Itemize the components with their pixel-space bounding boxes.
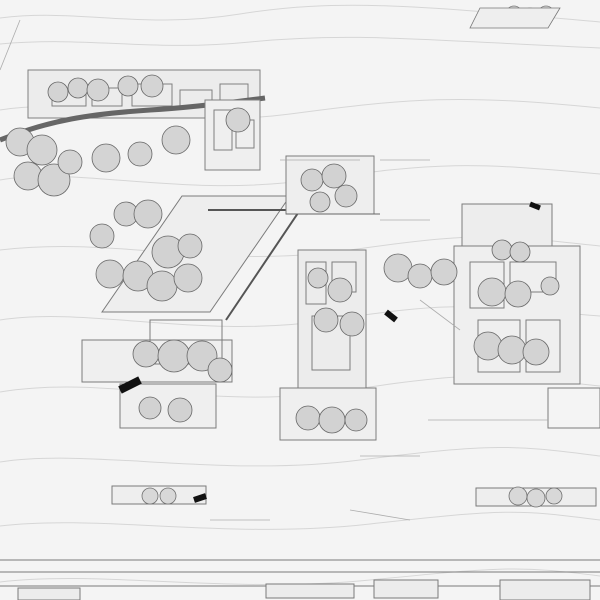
- lower-strip-buildings: [0, 485, 600, 600]
- right-tree-clusters: [383, 239, 560, 366]
- lower-trees: [141, 486, 563, 508]
- left-tree-clusters: [89, 199, 233, 423]
- right-building-complex: [453, 201, 600, 429]
- top-left-tree-groups: [5, 74, 251, 197]
- sketch-lines: [0, 19, 548, 521]
- center-tree-clusters: [295, 163, 368, 434]
- upper-right-fragments: [469, 5, 561, 29]
